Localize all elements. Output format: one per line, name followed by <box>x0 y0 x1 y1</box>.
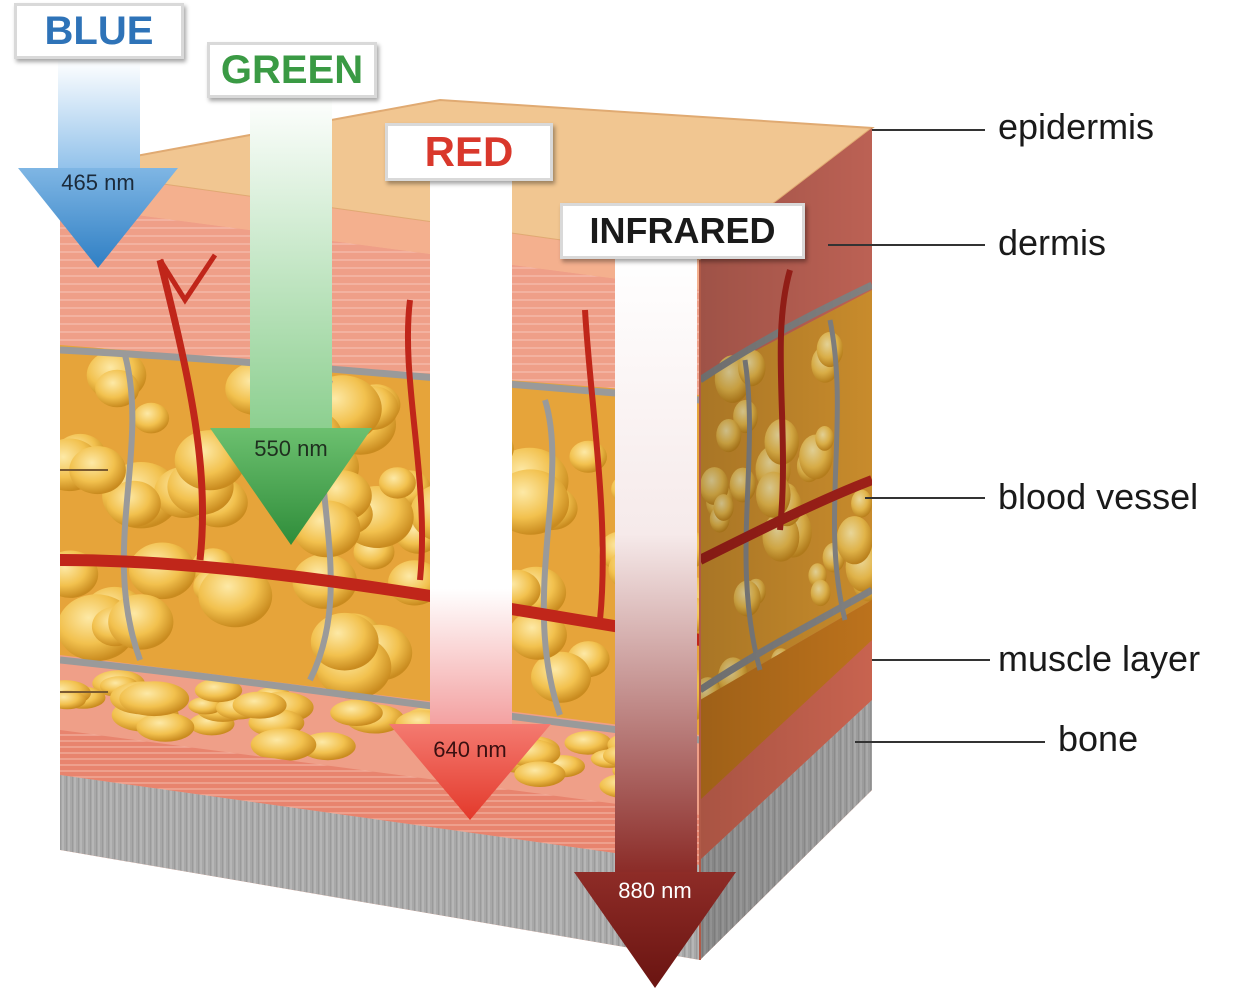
fat-cell <box>108 594 173 649</box>
fat-cell <box>119 681 189 716</box>
fat-cell <box>137 713 195 742</box>
red-wavelength: 640 nm <box>433 737 506 762</box>
fat-cell <box>379 467 416 498</box>
blue-label-text: BLUE <box>45 9 154 53</box>
red-label: RED <box>385 123 553 181</box>
fat-cell <box>49 691 86 710</box>
label-epidermis: epidermis <box>998 106 1154 148</box>
green-wavelength: 550 nm <box>254 436 327 461</box>
fat-cell <box>133 403 169 434</box>
label-bone: bone <box>1058 718 1138 760</box>
infrared-label-text: INFRARED <box>590 210 776 251</box>
label-dermis: dermis <box>998 222 1106 264</box>
infrared-wavelength: 880 nm <box>618 878 691 903</box>
green-label: GREEN <box>207 42 377 98</box>
fat-cell <box>233 692 287 719</box>
fat-cell <box>251 728 317 761</box>
fat-cell <box>330 700 383 726</box>
red-label-text: RED <box>425 128 514 175</box>
infrared-label: INFRARED <box>560 203 805 259</box>
label-muscle-layer: muscle layer <box>998 638 1200 680</box>
blue-label: BLUE <box>14 3 184 59</box>
label-blood-vessel: blood vessel <box>998 476 1198 518</box>
green-label-text: GREEN <box>221 48 363 92</box>
blue-wavelength: 465 nm <box>61 170 134 195</box>
fat-cell <box>514 761 565 787</box>
